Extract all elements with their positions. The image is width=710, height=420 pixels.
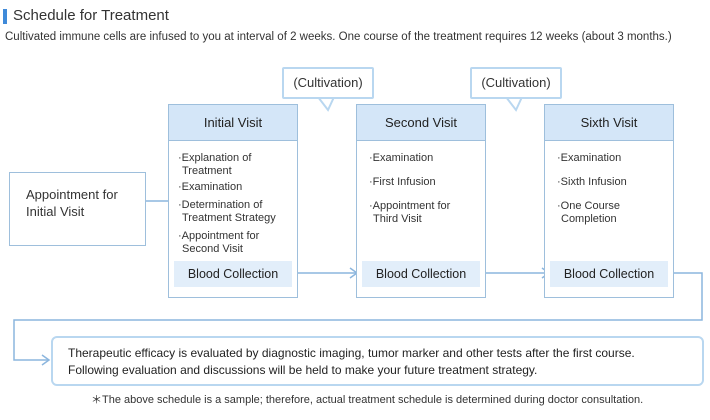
arrowhead-3 [41,354,51,366]
appointment-line-1: Appointment for [26,187,118,202]
list-item: ·Appointment for Second Visit [178,230,259,255]
list-item-line: ·Appointment for [178,230,260,242]
list-item-line: Treatment Strategy [182,211,276,224]
cultivation-bubble-2: (Cultivation) [470,67,562,99]
list-item-line: ·Sixth Infusion [557,176,627,188]
footnote: ＊The above schedule is a sample; therefo… [91,394,644,406]
blood-collection-badge: Blood Collection [174,261,292,287]
cultivation-bubble-1: (Cultivation) [282,67,374,99]
list-item: ·Appointment for Third Visit [369,200,450,225]
visit-card-initial: Initial Visit ·Explanation of Treatment … [168,104,298,298]
list-item-line: ·First Infusion [369,176,436,188]
blood-collection-badge: Blood Collection [550,261,668,287]
evaluation-line-1: Therapeutic efficacy is evaluated by dia… [68,346,635,360]
list-item-line: Completion [561,212,617,225]
evaluation-note-box: Therapeutic efficacy is evaluated by dia… [51,336,704,386]
list-item-line: Third Visit [373,212,422,225]
list-item-line: ·Examination [369,152,434,164]
blood-collection-badge: Blood Collection [362,261,480,287]
visit-title: Initial Visit [169,105,297,141]
list-item: ·Explanation of Treatment [178,152,251,177]
list-item: ·Sixth Infusion [557,176,627,189]
list-item-line: ·Appointment for [369,200,451,212]
list-item-line: ·One Course [557,200,620,212]
connector-blood-3-result [13,272,703,361]
list-item: ·Determination of Treatment Strategy [178,199,276,224]
list-item-line: ·Examination [178,181,243,193]
appointment-box: Appointment for Initial Visit [9,172,146,246]
list-item-line: Second Visit [182,242,243,255]
title-accent-bar [3,9,7,24]
appointment-line-2: Initial Visit [26,204,85,219]
list-item: ·First Infusion [369,176,436,189]
list-item: ·Examination [178,181,242,194]
visit-card-second: Second Visit ·Examination ·First Infusio… [356,104,486,298]
list-item: ·One Course Completion [557,200,620,225]
visit-card-sixth: Sixth Visit ·Examination ·Sixth Infusion… [544,104,674,298]
list-item: ·Examination [369,152,433,165]
list-item-line: Treatment [182,164,232,177]
evaluation-line-2: Following evaluation and discussions wil… [68,363,538,377]
list-item-line: ·Explanation of [178,152,252,164]
list-item-line: ·Determination of [178,199,263,211]
list-item-line: ·Examination [557,152,622,164]
list-item: ·Examination [557,152,621,165]
visit-title: Sixth Visit [545,105,673,141]
visit-title: Second Visit [357,105,485,141]
page-title: Schedule for Treatment [13,7,169,24]
page-subtitle: Cultivated immune cells are infused to y… [5,31,672,43]
